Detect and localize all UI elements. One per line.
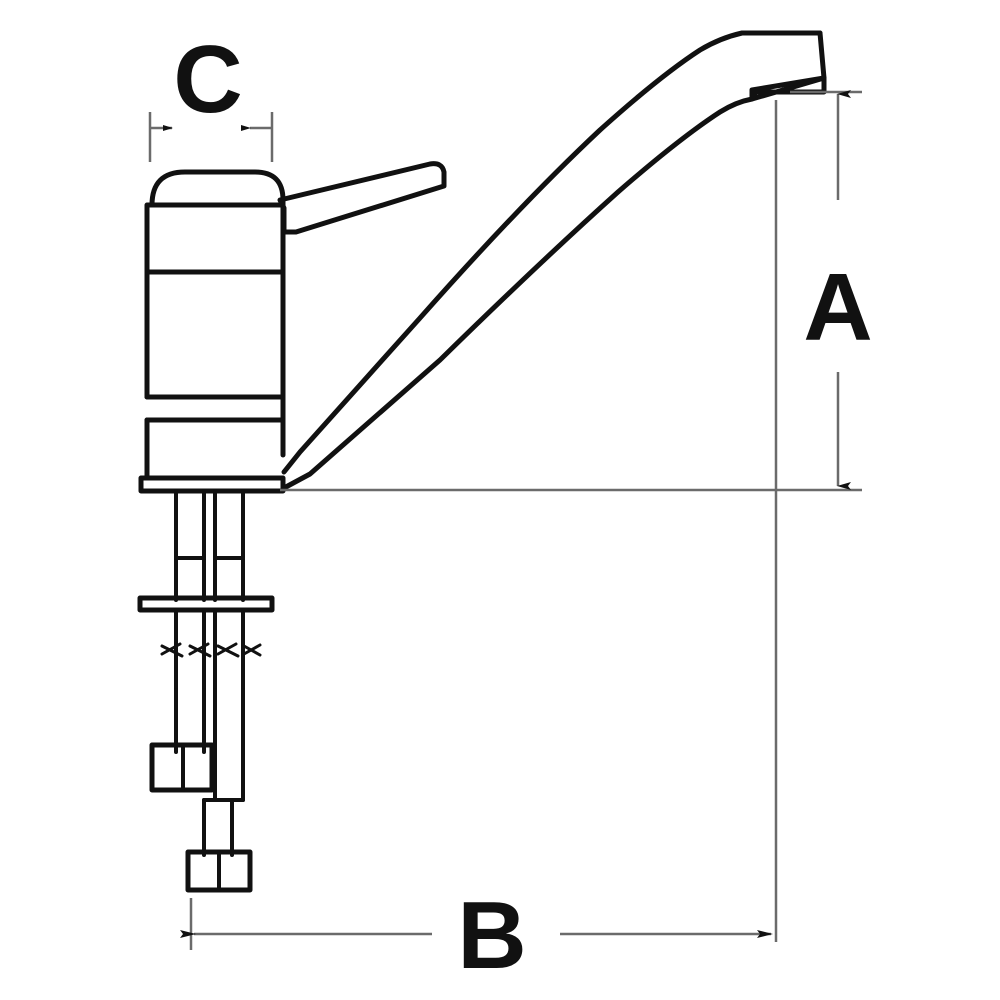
dimension-label-c: C — [173, 26, 242, 133]
aerator-tip — [749, 75, 827, 102]
spout-inner-curve — [281, 75, 827, 491]
faucet-illustration — [137, 30, 827, 893]
spout-tip-right-edge — [817, 30, 827, 81]
dimension-label-b: B — [457, 882, 526, 989]
lever-handle — [277, 161, 447, 235]
lock-nut-thread — [160, 642, 262, 658]
spout-outer-curve — [281, 30, 823, 475]
hose-lower-nut — [185, 849, 253, 893]
body-lower — [144, 394, 286, 423]
dimension-label-a: A — [803, 254, 872, 361]
hose-upper-nut — [149, 742, 215, 793]
mounting-washer — [137, 595, 275, 613]
cap — [149, 169, 286, 208]
